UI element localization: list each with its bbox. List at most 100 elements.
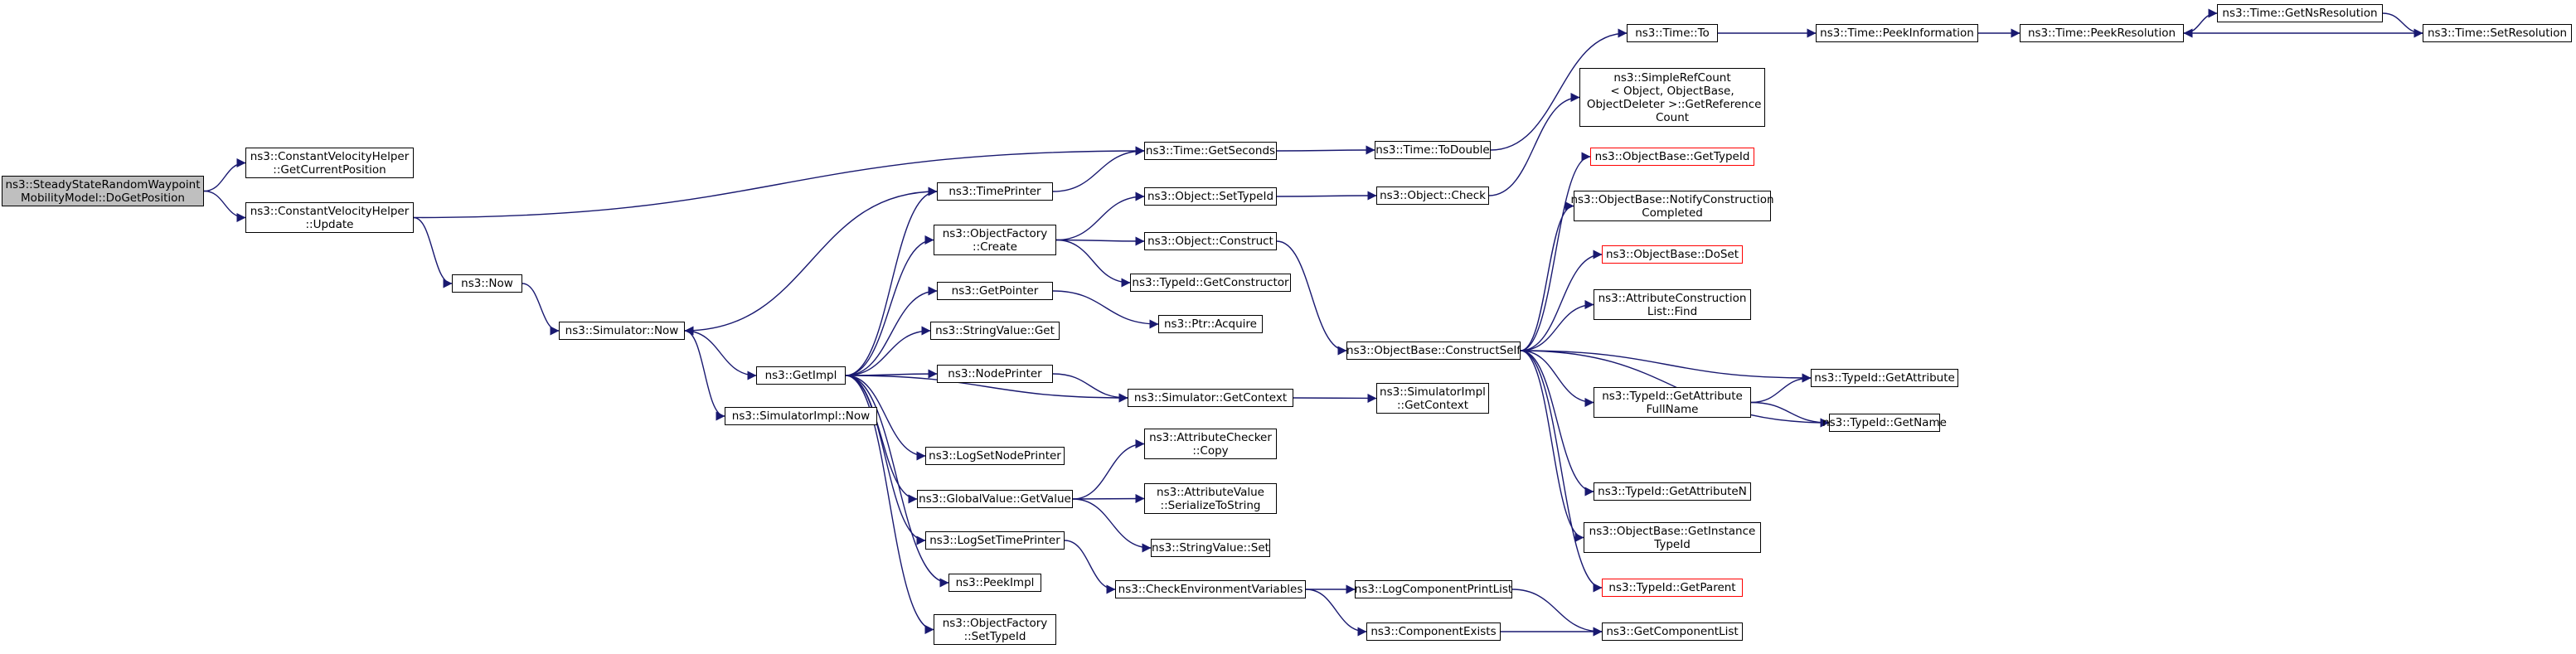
function-node-object-check[interactable]: ns3::Object::Check [1376,187,1489,205]
call-edge-typeid_getattributefullname-to-typeid_getattribute [1750,373,1812,404]
call-edge-dogetposition-to-cvh_update [203,190,246,223]
function-node-globalvalue-getvalue[interactable]: ns3::GlobalValue::GetValue [917,490,1073,508]
call-edge-objectbase_constructself-to-typeid_getattributen [1520,350,1594,497]
call-edge-simulator_now-to-simulatorimpl_now [684,330,725,421]
function-node-time-peekresolution[interactable]: ns3::Time::PeekResolution [2020,24,2184,42]
call-edges [203,8,2423,637]
function-node-nodeprinter[interactable]: ns3::NodePrinter [937,365,1053,383]
call-edge-getimpl-to-objectfactory_settypeid [845,375,934,635]
function-node-peekimpl[interactable]: ns3::PeekImpl [948,574,1041,592]
function-node-getimpl[interactable]: ns3::GetImpl [756,366,846,385]
function-node-attributeconstructionlist-find[interactable]: ns3::AttributeConstruction List::Find [1594,289,1751,320]
call-edge-globalvalue_getvalue-to-attributevalue_serializetostring [1072,493,1145,504]
function-node-ptr-acquire[interactable]: ns3::Ptr::Acquire [1158,315,1263,333]
function-node-typeid-getparent[interactable]: ns3::TypeId::GetParent [1602,579,1743,597]
call-edge-getimpl-to-getpointer [845,286,938,376]
call-edge-getimpl-to-objectfactory_create [845,235,934,376]
call-edge-objectbase_constructself-to-objectbase_gettypeid [1520,152,1591,351]
function-node-simulator-getcontext[interactable]: ns3::Simulator::GetContext [1128,389,1293,407]
call-edge-timeprinter-to-time_getseconds [1052,146,1145,192]
function-node-logsetnodeprinter[interactable]: ns3::LogSetNodePrinter [925,447,1065,465]
function-node-objectbase-constructself[interactable]: ns3::ObjectBase::ConstructSelf [1346,342,1521,360]
call-edge-object_check-to-simplerefcount_getreferencecount [1488,92,1580,196]
call-edge-objectfactory_create-to-object_construct [1055,236,1145,246]
call-edge-now-to-simulator_now [522,283,560,336]
call-edge-globalvalue_getvalue-to-stringvalue_set [1072,498,1152,553]
call-edge-object_construct-to-objectbase_constructself [1276,240,1347,356]
function-node-typeid-getconstructor[interactable]: ns3::TypeId::GetConstructor [1130,274,1291,292]
call-edge-nodeprinter-to-simulator_getcontext [1052,373,1128,403]
call-edge-globalvalue_getvalue-to-attributechecker_copy [1072,438,1145,500]
call-edge-time_todouble-to-time_to [1490,28,1628,151]
call-edge-cvh_update-to-now [413,216,453,288]
function-node-objectfactory-create[interactable]: ns3::ObjectFactory ::Create [934,225,1056,255]
function-node-object-settypeid[interactable]: ns3::Object::SetTypeId [1144,187,1277,206]
call-edge-objectbase_constructself-to-typeid_getname [1520,350,1830,428]
function-node-typeid-getattributen[interactable]: ns3::TypeId::GetAttributeN [1594,482,1751,501]
function-node-stringvalue-set[interactable]: ns3::StringValue::Set [1151,539,1270,557]
call-edge-getimpl-to-logsetnodeprinter [845,375,926,461]
call-edge-getimpl-to-peekimpl [845,375,949,588]
function-node-getcomponentlist[interactable]: ns3::GetComponentList [1602,623,1743,641]
function-node-objectfactory-settypeid[interactable]: ns3::ObjectFactory ::SetTypeId [934,614,1056,645]
call-edge-objectbase_constructself-to-typeid_getattributefullname [1520,350,1594,408]
call-edge-objectbase_constructself-to-objectbase_notifyconstructioncompleted [1520,201,1574,351]
call-edge-objectbase_constructself-to-typeid_getattribute [1520,350,1812,383]
function-node-checkenvironmentvariables[interactable]: ns3::CheckEnvironmentVariables [1115,580,1306,598]
call-edge-objectbase_constructself-to-typeid_getparent [1520,350,1603,593]
function-node-time-todouble[interactable]: ns3::Time::ToDouble [1375,141,1491,159]
function-node-objectbase-getinstancetypeid[interactable]: ns3::ObjectBase::GetInstance TypeId [1584,522,1761,553]
call-edge-simulator_getcontext-to-simulatorimpl_getcontext [1293,393,1377,404]
call-edge-logsettimeprinter-to-checkenvironmentvariables [1064,540,1116,594]
function-node-stringvalue-get[interactable]: ns3::StringValue::Get [930,322,1060,340]
function-node-objectbase-doset[interactable]: ns3::ObjectBase::DoSet [1602,245,1743,264]
call-edge-objectbase_constructself-to-objectbase_getinstancetypeid [1520,350,1584,543]
function-node-cvh-update[interactable]: ns3::ConstantVelocityHelper ::Update [245,202,414,233]
call-edge-dogetposition-to-cvh_getcurrentposition [203,157,246,192]
call-edge-objectbase_constructself-to-attributeconstructionlist_find [1520,299,1594,351]
call-edge-simulator_now-to-getimpl [684,330,757,380]
function-node-time-peekinformation[interactable]: ns3::Time::PeekInformation [1816,24,1978,42]
call-edge-time_peekresolution-to-time_getnsresolution [2183,8,2218,34]
function-node-simplerefcount-getreferencecount[interactable]: ns3::SimpleRefCount < Object, ObjectBase… [1579,68,1765,127]
function-node-componentexists[interactable]: ns3::ComponentExists [1366,623,1501,641]
function-node-simulator-now[interactable]: ns3::Simulator::Now [559,322,685,340]
function-node-getpointer[interactable]: ns3::GetPointer [937,282,1053,300]
function-node-time-to[interactable]: ns3::Time::To [1627,24,1718,42]
function-node-logsettimeprinter[interactable]: ns3::LogSetTimePrinter [925,531,1065,550]
call-edge-getpointer-to-ptr_acquire [1052,290,1159,329]
call-edge-logcomponentprintlist-to-getcomponentlist [1511,589,1603,637]
function-node-time-getseconds[interactable]: ns3::Time::GetSeconds [1144,142,1277,160]
function-node-now[interactable]: ns3::Now [452,274,522,293]
call-edge-cvh_update-to-time_getseconds [413,146,1145,219]
call-edge-getimpl-to-simulator_getcontext [845,375,1128,403]
call-edge-typeid_getattributefullname-to-typeid_getname [1750,401,1830,428]
call-edge-getimpl-to-globalvalue_getvalue [845,375,918,504]
function-node-time-getnsresolution[interactable]: ns3::Time::GetNsResolution [2217,4,2383,22]
function-node-simulatorimpl-getcontext[interactable]: ns3::SimulatorImpl ::GetContext [1376,383,1489,414]
call-edge-checkenvironmentvariables-to-componentexists [1305,589,1367,637]
function-node-typeid-getname[interactable]: ns3::TypeId::GetName [1822,414,1947,432]
function-node-logcomponentprintlist[interactable]: ns3::LogComponentPrintList [1355,580,1512,598]
call-edge-time_getseconds-to-time_todouble [1276,145,1375,155]
function-node-objectbase-gettypeid[interactable]: ns3::ObjectBase::GetTypeId [1590,148,1754,166]
function-node-attributechecker-copy[interactable]: ns3::AttributeChecker ::Copy [1144,429,1277,459]
function-node-timeprinter[interactable]: ns3::TimePrinter [937,182,1053,201]
root-function-node: ns3::SteadyStateRandomWaypoint MobilityM… [2,176,204,206]
function-node-object-construct[interactable]: ns3::Object::Construct [1144,232,1277,250]
function-node-cvh-getcurrentposition[interactable]: ns3::ConstantVelocityHelper ::GetCurrent… [245,148,414,178]
call-edge-timeprinter-to-simulator_now [684,191,938,336]
call-edge-objectfactory_create-to-typeid_getconstructor [1055,239,1131,288]
call-edge-objectfactory_create-to-object_settypeid [1055,191,1145,241]
call-edge-time_getnsresolution-to-time_setresolution [2382,12,2423,38]
function-node-objectbase-notifyconstructioncompleted[interactable]: ns3::ObjectBase::NotifyConstruction Comp… [1570,191,1774,221]
function-node-simulatorimpl-now[interactable]: ns3::SimulatorImpl::Now [725,407,877,425]
function-node-time-setresolution[interactable]: ns3::Time::SetResolution [2423,24,2572,42]
call-edge-getimpl-to-logsettimeprinter [845,375,926,545]
call-edge-objectbase_constructself-to-objectbase_doset [1520,249,1603,351]
call-edge-getimpl-to-stringvalue_get [845,326,931,376]
function-node-typeid-getattribute[interactable]: ns3::TypeId::GetAttribute [1811,369,1958,387]
function-node-typeid-getattributefullname[interactable]: ns3::TypeId::GetAttribute FullName [1594,387,1751,418]
function-node-attributevalue-serializetostring[interactable]: ns3::AttributeValue ::SerializeToString [1144,483,1277,514]
